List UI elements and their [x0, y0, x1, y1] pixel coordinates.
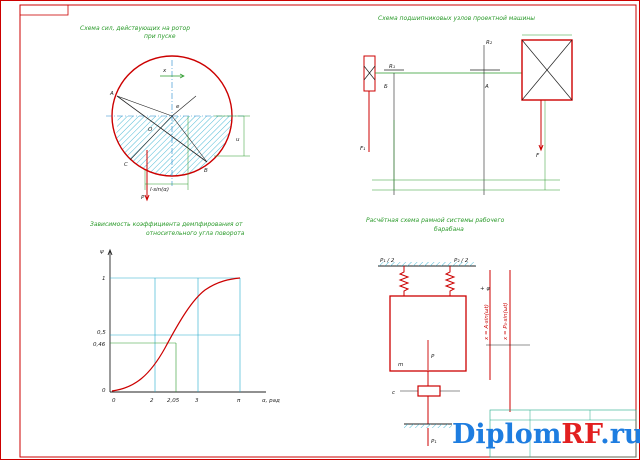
left-bearing-x2 [363, 65, 376, 81]
sheet-stamp-box [19, 4, 69, 16]
y-tick-0: 0 [102, 388, 106, 394]
label-phi: + φ [480, 286, 490, 292]
drum-force-head [538, 144, 544, 152]
label-top-right: P₂ / 2 [454, 258, 469, 264]
label-top-left: P₁ / 2 [380, 258, 395, 264]
bottom-ground-hatch [404, 424, 452, 428]
force-arrow-P-head [144, 194, 150, 202]
caption-top-left-line2: при пуске [144, 33, 176, 40]
damping-graph: 1 0,5 0,46 0 0 2 2,05 3 π α, рад ψ [93, 248, 280, 404]
radius-top [171, 95, 197, 117]
label-e: e [176, 104, 180, 110]
spring-mass-figure: P₁ / 2 P₂ / 2 m P c P₁ + φ x = A·sin(ωt)… [378, 258, 637, 458]
caption-bottom-left-line1: Зависимость коэффициента демпфирования о… [90, 221, 243, 228]
label-bottom: P₁ [431, 439, 437, 445]
label-A: A [109, 91, 114, 97]
caption-top-right: Схема подшипниковых узлов проектной маши… [378, 15, 535, 22]
spring-left [398, 266, 410, 296]
dim-label-bottom: l·sin(α) [150, 187, 169, 193]
drum-box-diag2 [521, 39, 573, 101]
caption-bottom-right-line2: барабана [434, 226, 464, 233]
radius-B [171, 115, 208, 163]
damper-body [417, 385, 441, 397]
label-B: B [204, 168, 208, 174]
drum-box [521, 39, 573, 101]
damping-curve [111, 277, 241, 392]
label-x: x [162, 68, 167, 74]
top-ground-hatch [378, 262, 476, 266]
watermark-part3: .ru [600, 419, 640, 450]
watermark-part2: RF [561, 419, 601, 450]
label-side-eq2: x = P₀·sin(ωt) [503, 302, 509, 341]
label-R1: R₁ [389, 64, 395, 70]
x-tick-2: 2 [150, 398, 154, 404]
caption-bottom-left-line2: относительного угла поворота [146, 230, 245, 237]
label-u: u [236, 137, 240, 143]
label-force: P [431, 354, 435, 360]
label-damper: c [392, 390, 395, 396]
x-axis-unit: α, рад [262, 398, 280, 404]
label-B-cyr: Б [384, 84, 388, 90]
chord-A-B [116, 95, 208, 163]
rotor-circle-figure: A B C O P e u x l·sin(α) [106, 55, 250, 202]
title-block [489, 409, 637, 458]
bearing-figure: R₁ R₂ F F₁ Б A [360, 34, 573, 195]
label-P: P [141, 195, 145, 201]
label-C: C [124, 162, 128, 168]
caption-top-left-line1: Схема сил, действующих на ротор [80, 25, 190, 32]
label-F: F [536, 153, 540, 159]
y-tick-05: 0,5 [97, 330, 106, 336]
label-O: O [148, 127, 153, 133]
x-tick-3: 3 [195, 398, 199, 404]
radius-A [116, 95, 173, 117]
spring-right [444, 266, 456, 296]
omega-arrow-head [179, 73, 185, 79]
radius-C [129, 115, 173, 161]
sheet-inner-frame [19, 4, 637, 458]
label-R2: R₂ [486, 40, 493, 46]
label-A-right: A [484, 84, 489, 90]
y-tick-1: 1 [102, 276, 106, 282]
x-tick-0: 0 [112, 398, 116, 404]
watermark-logo: DiplomRF.ru [452, 418, 640, 452]
y-tick-046: 0,46 [93, 342, 106, 348]
label-F1: F₁ [360, 146, 365, 152]
graph-y-arrow [107, 248, 113, 256]
y-axis-name: ψ [100, 249, 104, 255]
watermark-part1: Diplom [452, 419, 562, 450]
x-tick-205: 2,05 [167, 398, 180, 404]
label-side-eq1: x = A·sin(ωt) [484, 304, 490, 341]
caption-bottom-right-line1: Расчётная схема рамной системы рабочего [366, 217, 505, 224]
x-tick-pi: π [237, 398, 241, 404]
label-mass: m [398, 362, 403, 368]
